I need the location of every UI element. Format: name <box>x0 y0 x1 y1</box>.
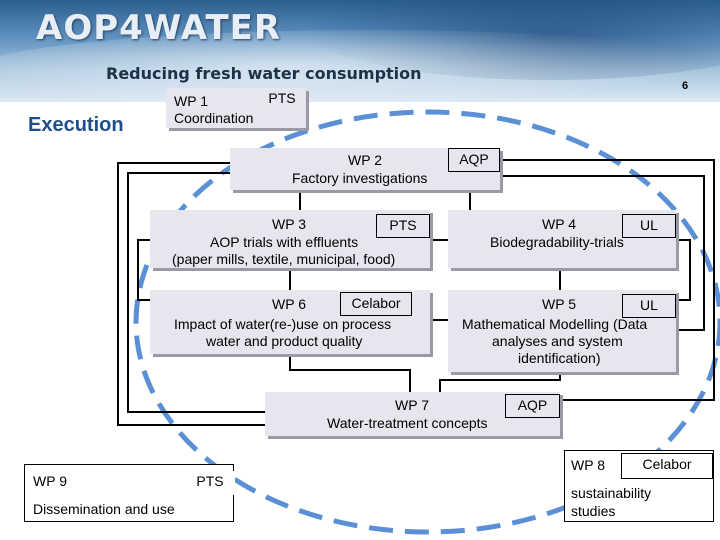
connector-left-inner <box>127 172 265 413</box>
wp5-partner: UL <box>622 294 676 318</box>
wp5-name-line3: identification) <box>518 350 601 366</box>
dashed-ellipse <box>133 109 720 535</box>
connector-right-wp4 <box>676 239 691 301</box>
wp9-id: WP 9 <box>33 473 67 489</box>
wp5-name-line2: analyses and system <box>492 333 623 349</box>
wp8-name-line2: studies <box>571 503 616 519</box>
page-title: AOP4WATER <box>36 8 282 48</box>
wp9-box: WP 9 Dissemination and use PTS <box>24 464 235 522</box>
header-banner: AOP4WATER Reducing fresh water consumpti… <box>0 0 720 102</box>
page-number: 6 <box>682 80 689 92</box>
wp3-box: WP 3 AOP trials with effluents (paper mi… <box>150 210 430 268</box>
connector-right-outer <box>500 159 715 401</box>
connector-right-inner <box>500 175 705 331</box>
banner-wave-light <box>0 30 720 102</box>
wp1-partner: PTS <box>258 88 306 112</box>
wp2-name: Factory investigations <box>292 170 428 186</box>
connector-left-wp3 <box>137 239 150 301</box>
wp6-name-line2: water and product quality <box>206 333 363 349</box>
wp5-id: WP 5 <box>542 296 576 312</box>
wp6-box: WP 6 Impact of water(re-)use on process … <box>150 290 430 354</box>
wp2-id: WP 2 <box>348 152 382 168</box>
wp6-name-line1: Impact of water(re-)use on process <box>174 316 392 332</box>
wp9-partner: PTS <box>185 471 235 495</box>
wp8-partner: Celabor <box>621 453 713 479</box>
wp3-partner: PTS <box>376 214 430 238</box>
wp4-name: Biodegradability-trials <box>490 234 624 250</box>
wp7-name: Water-treatment concepts <box>327 415 488 431</box>
wp1-id: WP 1 <box>174 93 208 109</box>
wp3-id: WP 3 <box>272 216 306 232</box>
wp5-box: WP 5 Mathematical Modelling (Data analys… <box>448 290 676 372</box>
wp6-partner: Celabor <box>340 292 412 316</box>
wp2-partner: AQP <box>448 148 500 172</box>
wp7-partner: AQP <box>505 394 560 418</box>
wp8-name-line1: sustainability <box>571 485 652 501</box>
wp6-id: WP 6 <box>272 296 306 312</box>
wp7-id: WP 7 <box>395 397 429 413</box>
section-label: Execution <box>28 114 124 136</box>
connector-wp5-wp7 <box>439 372 561 392</box>
wp1-name: Coordination <box>174 110 254 126</box>
wp4-partner: UL <box>622 214 676 238</box>
wp1-box: WP 1 Coordination PTS <box>166 88 306 128</box>
connector-wp6-wp7 <box>289 354 411 392</box>
wp3-name-line2: (paper mills, textile, municipal, food) <box>172 251 396 267</box>
wp4-box: WP 4 Biodegradability-trials UL <box>448 210 676 268</box>
page-subtitle: Reducing fresh water consumption <box>106 64 422 83</box>
wp7-box: WP 7 Water-treatment concepts AQP <box>265 392 560 436</box>
wp9-name: Dissemination and use <box>33 501 175 517</box>
wp5-name-line1: Mathematical Modelling (Data <box>462 316 648 332</box>
wp8-id: WP 8 <box>571 457 605 473</box>
wp2-box: WP 2 Factory investigations AQP <box>230 148 500 190</box>
wp8-box: WP 8 sustainability studies Celabor <box>564 450 714 522</box>
wp3-name-line1: AOP trials with effluents <box>210 234 359 250</box>
wp4-id: WP 4 <box>542 216 576 232</box>
connector-left-outer <box>117 162 265 426</box>
